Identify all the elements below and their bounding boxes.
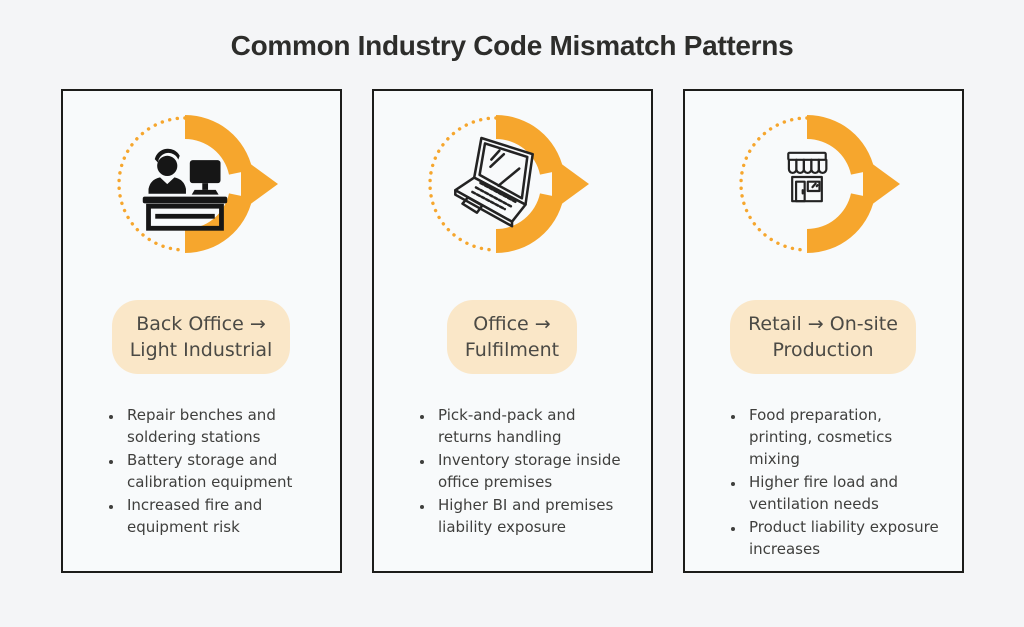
badge-label-line: Back Office → <box>136 313 266 335</box>
bullet-item: Food preparation, printing, cosmetics mi… <box>745 404 941 470</box>
bullet-item: Product liability exposure increases <box>745 516 941 560</box>
laptop-icon <box>454 136 534 228</box>
storefront-icon <box>787 151 828 203</box>
badge-label-line: Office → <box>473 313 551 335</box>
bullet-list: Repair benches and soldering stations Ba… <box>107 404 319 539</box>
bullet-item: Higher BI and premises liability exposur… <box>434 494 630 538</box>
badge-label-line: Fulfilment <box>464 339 560 361</box>
arrow-ring-icon <box>739 115 900 253</box>
card-back-office-light-industrial: Back Office → Light Industrial Repair be… <box>60 89 342 573</box>
transition-ring <box>424 109 614 259</box>
bullet-item: Higher fire load and ventilation needs <box>745 471 941 515</box>
arrow-ring-icon <box>117 115 278 253</box>
bullet-item: Inventory storage inside office premises <box>434 449 630 493</box>
mismatch-badge: Back Office → Light Industrial <box>111 300 291 374</box>
transition-ring <box>113 109 303 259</box>
mismatch-badge: Office → Fulfilment <box>446 300 578 374</box>
page-title: Common Industry Code Mismatch Patterns <box>230 30 794 61</box>
cards-row: Back Office → Light Industrial Repair be… <box>0 89 1024 573</box>
person-at-desk-icon <box>142 148 228 231</box>
badge-label-line: Retail → On-site <box>748 313 898 335</box>
bullet-list: Pick-and-pack and returns handling Inven… <box>418 404 630 539</box>
badge-label-line: Production <box>772 339 874 361</box>
bullet-list: Food preparation, printing, cosmetics mi… <box>729 404 941 561</box>
bullet-item: Battery storage and calibration equipmen… <box>123 449 319 493</box>
bullet-item: Pick-and-pack and returns handling <box>434 404 630 448</box>
bullet-item: Repair benches and soldering stations <box>123 404 319 448</box>
bullet-item: Increased fire and equipment risk <box>123 494 319 538</box>
mismatch-badge: Retail → On-site Production <box>730 300 916 374</box>
arrow-ring-icon <box>428 115 589 253</box>
badge-label-line: Light Industrial <box>129 339 273 361</box>
card-office-fulfilment: Office → Fulfilment Pick-and-pack and re… <box>371 89 653 573</box>
card-retail-onsite-production: Retail → On-site Production Food prepara… <box>682 89 964 573</box>
transition-ring <box>735 109 925 259</box>
